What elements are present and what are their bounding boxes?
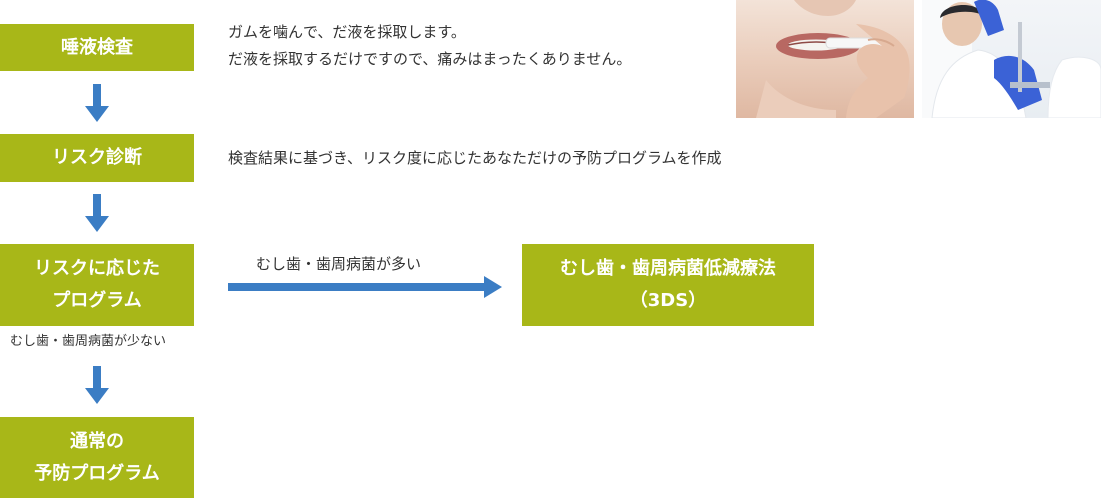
note-low-bacteria: むし歯・歯周病菌が少ない xyxy=(10,334,167,349)
step-saliva-test: 唾液検査 xyxy=(0,24,194,71)
step-risk-diagnosis-label: リスク診断 xyxy=(52,147,142,168)
note-high-bacteria: むし歯・歯周病菌が多い xyxy=(256,255,422,273)
saliva-description-line2: だ液を採取するだけですので、痛みはまったくありません。 xyxy=(228,50,632,68)
photo-dentist xyxy=(922,0,1101,118)
step-regular-program-line2: 予防プログラム xyxy=(34,462,160,484)
step-regular-program: 通常の 予防プログラム xyxy=(0,417,194,498)
step-risk-program-line2: プログラム xyxy=(52,290,142,311)
arrow-down-2 xyxy=(85,194,109,234)
step-3ds-line1: むし歯・歯周病菌低減療法 xyxy=(560,258,776,279)
step-saliva-test-label: 唾液検査 xyxy=(61,36,133,58)
step-risk-program: リスクに応じた プログラム xyxy=(0,244,194,326)
photo-chewing-gum xyxy=(736,0,914,118)
diagnosis-description: 検査結果に基づき、リスク度に応じたあなただけの予防プログラムを作成 xyxy=(228,149,722,167)
step-risk-diagnosis: リスク診断 xyxy=(0,134,194,182)
step-3ds-line2: （3DS） xyxy=(629,290,707,311)
step-risk-program-line1: リスクに応じた xyxy=(34,258,160,279)
step-3ds-treatment: むし歯・歯周病菌低減療法 （3DS） xyxy=(522,244,814,326)
step-regular-program-line1: 通常の xyxy=(70,430,124,452)
saliva-description-line1: ガムを噛んで、だ液を採取します。 xyxy=(228,23,466,41)
arrow-down-3 xyxy=(85,366,109,406)
arrow-right xyxy=(228,276,502,298)
arrow-down-1 xyxy=(85,84,109,124)
